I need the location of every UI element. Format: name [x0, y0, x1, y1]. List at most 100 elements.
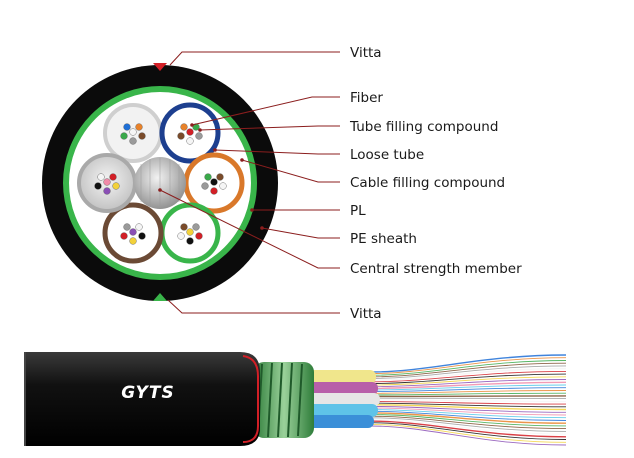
- fanout-fiber: [369, 370, 567, 383]
- fiber: [180, 123, 188, 131]
- fiber: [186, 228, 194, 236]
- fiber: [177, 232, 185, 240]
- fiber: [216, 173, 224, 181]
- fanout-fiber: [369, 354, 567, 373]
- side-jacket: [25, 352, 260, 446]
- fanout-fiber: [369, 404, 567, 411]
- labels: Vitta Fiber Tube filling compound Loose …: [349, 45, 522, 322]
- fiber: [138, 232, 146, 240]
- label-pe-sheath: PE sheath: [350, 231, 417, 247]
- fanout-fiber: [369, 401, 567, 405]
- fanout-fiber: [369, 387, 567, 393]
- fiber: [192, 223, 200, 231]
- side-tube-violet: [308, 382, 378, 395]
- fanout-fiber: [369, 407, 567, 416]
- fiber: [129, 128, 137, 136]
- central-strength-member-strands: [140, 158, 180, 208]
- fiber: [103, 178, 111, 186]
- side-loose-tubes: [308, 370, 380, 428]
- fanout-fiber: [369, 367, 567, 381]
- fanout-fiber: [369, 415, 567, 430]
- cross-section: [42, 63, 278, 301]
- cable-brand-label: GYTS: [121, 383, 174, 403]
- fiber: [195, 132, 203, 140]
- label-cable-filling-compound: Cable filling compound: [350, 175, 505, 191]
- label-central-strength-member: Central strength member: [350, 261, 522, 277]
- label-fiber: Fiber: [350, 90, 383, 106]
- fanout-fiber: [369, 410, 567, 421]
- fiber: [138, 132, 146, 140]
- leader-central-strength-member: [159, 189, 340, 269]
- leader-vitta-top: [169, 51, 340, 66]
- fiber: [123, 123, 131, 131]
- fanout-fiber: [369, 392, 567, 396]
- leader-fiber: [191, 96, 340, 126]
- label-pl: PL: [350, 203, 366, 219]
- leader-dots: [158, 123, 264, 230]
- fiber: [103, 187, 111, 195]
- fiber-fanout: [369, 354, 567, 446]
- fiber: [210, 187, 218, 195]
- fiber: [129, 137, 137, 145]
- fanout-fiber: [369, 419, 567, 435]
- fanout-fiber: [369, 395, 567, 398]
- fiber-bundles: [94, 123, 227, 245]
- fanout-fiber: [369, 417, 567, 432]
- fiber: [97, 173, 105, 181]
- fanout-fiber: [369, 402, 567, 408]
- fanout-fiber: [369, 405, 567, 413]
- fiber: [210, 178, 218, 186]
- cable-side-view: GYTS: [24, 352, 567, 446]
- fanout-fiber: [369, 390, 567, 394]
- fanout-fiber: [369, 357, 567, 375]
- side-jacket-edge: [242, 355, 259, 443]
- leader-loose-tube: [214, 149, 340, 155]
- leader-tube-filling-compound: [199, 125, 340, 131]
- side-tube-yellow: [308, 370, 376, 384]
- fanout-fiber: [369, 420, 567, 438]
- label-vitta-bottom: Vitta: [350, 306, 382, 322]
- fiber: [135, 123, 143, 131]
- fiber: [129, 228, 137, 236]
- fiber: [180, 223, 188, 231]
- fanout-fiber: [369, 423, 567, 443]
- fanout-fiber: [369, 412, 567, 424]
- fiber: [112, 182, 120, 190]
- vitta-marker-top: [153, 63, 167, 71]
- fiber: [177, 132, 185, 140]
- leader-lines: [159, 51, 340, 314]
- fanout-fiber: [369, 376, 567, 386]
- fanout-fiber: [369, 384, 567, 391]
- fiber: [129, 237, 137, 245]
- label-vitta-top: Vitta: [350, 45, 382, 61]
- side-armor: [254, 362, 314, 438]
- fanout-fiber: [369, 373, 567, 384]
- fiber: [204, 173, 212, 181]
- fanout-fiber: [369, 381, 567, 390]
- label-tube-filling-compound: Tube filling compound: [349, 119, 498, 135]
- fiber: [120, 132, 128, 140]
- fanout-fiber: [369, 425, 567, 446]
- fiber: [201, 182, 209, 190]
- fiber: [109, 173, 117, 181]
- leader-vitta-bottom: [167, 299, 340, 314]
- leader-pe-sheath: [261, 227, 340, 239]
- fanout-fiber: [369, 422, 567, 440]
- side-tube-white: [308, 393, 380, 406]
- side-tube-blue: [308, 415, 374, 428]
- fanout-fiber: [369, 360, 567, 376]
- label-loose-tube: Loose tube: [350, 147, 424, 163]
- fanout-fiber: [369, 365, 567, 379]
- vitta-marker-bottom: [153, 293, 167, 301]
- fanout-fiber: [369, 379, 567, 388]
- fiber: [186, 128, 194, 136]
- fanout-fiber: [369, 414, 567, 427]
- fiber: [123, 223, 131, 231]
- fiber: [94, 182, 102, 190]
- fanout-fiber: [369, 362, 567, 378]
- fanout-fiber: [369, 399, 567, 402]
- side-tube-aqua: [308, 404, 378, 417]
- fanout-fiber: [369, 409, 567, 419]
- fiber: [135, 223, 143, 231]
